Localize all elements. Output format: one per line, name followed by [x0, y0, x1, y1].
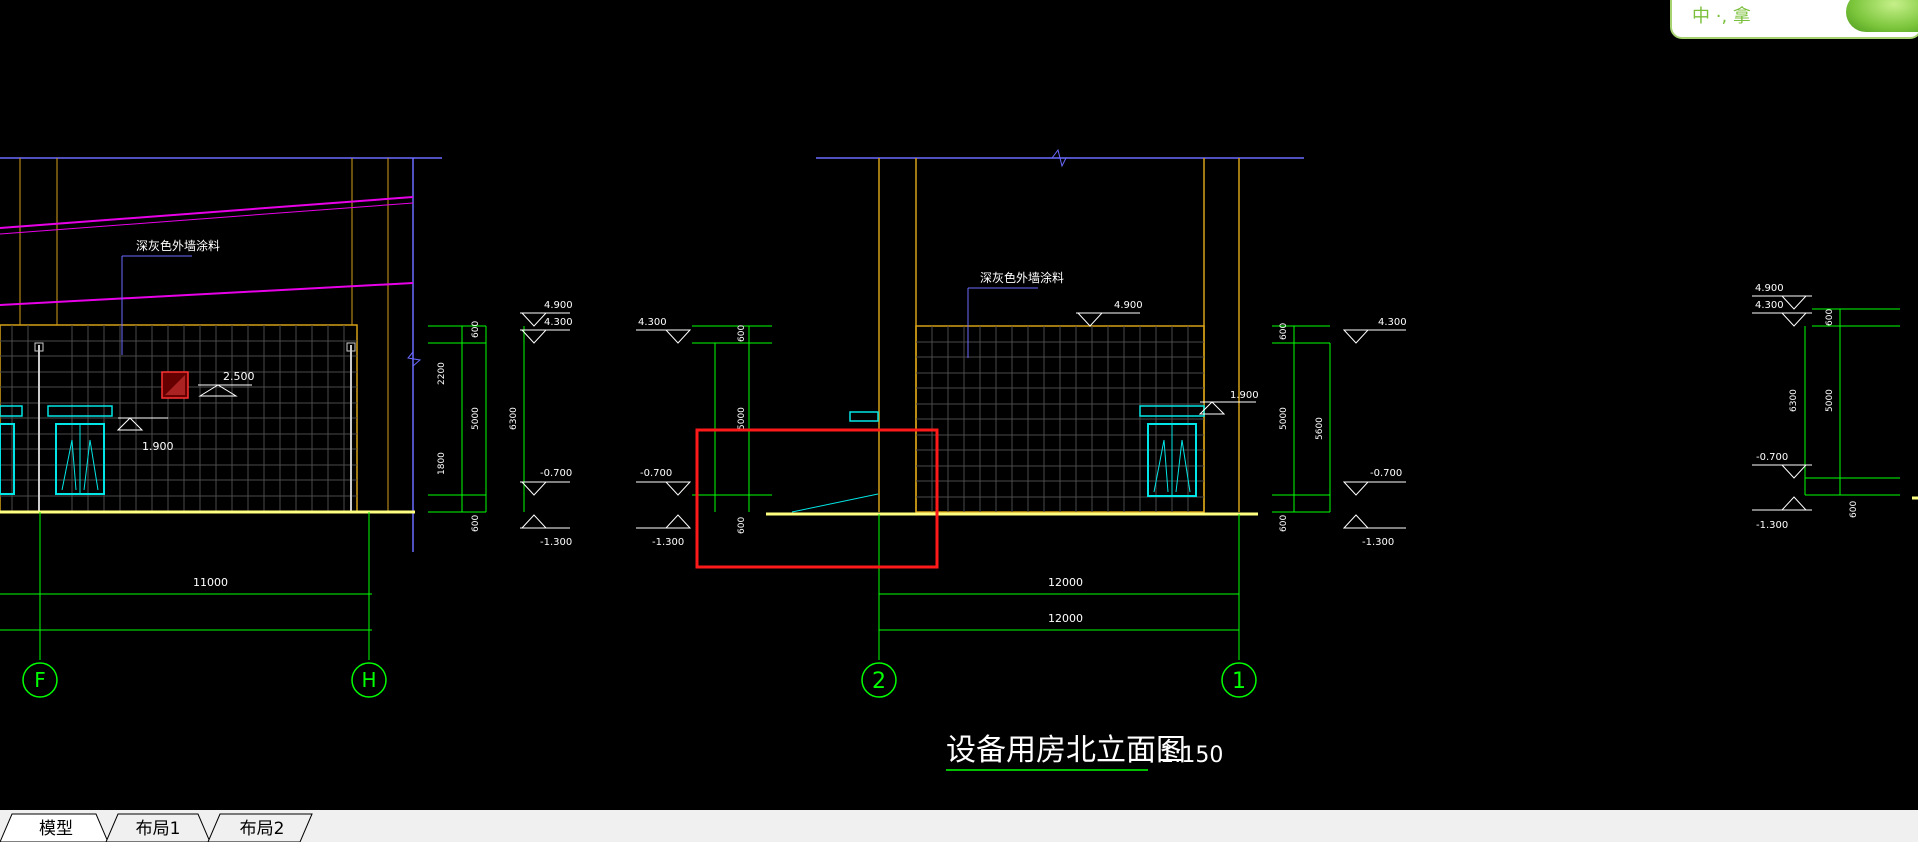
level-4900-c: 4.900	[1755, 283, 1784, 294]
ime-toolbar[interactable]: 中 ·, 拿	[1670, 0, 1918, 39]
level-4900-a: 4.900	[544, 300, 573, 311]
dim-600-f: 600	[1279, 515, 1289, 532]
dim-6300-b: 6300	[1789, 389, 1799, 412]
dim-span-mid-a: 12000	[1048, 576, 1083, 589]
dim-span-left: 11000	[193, 576, 228, 589]
dim-stack-left: 600 2200 1800 5000 6300 600 4.900 4.300 …	[428, 300, 573, 548]
layout-tab-bar: 模型 布局1 布局2	[0, 810, 1918, 842]
dim-5600: 5600	[1315, 417, 1325, 440]
level-m1300-b: -1.300	[652, 537, 684, 548]
grid-axis-1	[1221, 662, 1257, 698]
dim-600-e: 600	[1279, 323, 1289, 340]
dim-600-h: 600	[1849, 501, 1859, 518]
drawing-scale: 1:150	[1160, 743, 1223, 768]
level-4900-b: 4.900	[1114, 300, 1143, 311]
dim-600-c: 600	[737, 325, 747, 342]
level-m0700-a: -0.700	[540, 468, 572, 479]
middle-elevation: 深灰色外墙涂料 4.900 1.900 12000 12000 2 1	[766, 148, 1304, 698]
grid-axis-H	[351, 662, 387, 698]
grid-axis-F	[22, 662, 58, 698]
dim-5000-a: 5000	[471, 407, 481, 430]
dim-6300: 6300	[509, 407, 519, 430]
dim-5000-c: 5000	[1279, 407, 1289, 430]
tab-layout1[interactable]: 布局1	[135, 818, 181, 839]
grid-axis-1-label: 1	[1232, 669, 1246, 694]
grid-axis-H-label: H	[361, 668, 376, 692]
level-m1300-c: -1.300	[1362, 537, 1394, 548]
level-4300-c: 4.300	[1378, 317, 1407, 328]
level-1900: 1.900	[142, 440, 174, 453]
leaf-icon	[1846, 0, 1918, 32]
dim-600-b: 600	[471, 515, 481, 532]
level-m0700-c: -0.700	[1370, 468, 1402, 479]
highlight-box	[695, 428, 939, 569]
grid-axis-2-label: 2	[872, 669, 886, 694]
tab-layout2[interactable]: 布局2	[239, 818, 285, 839]
dim-stack-far-right: 4.900 4.300 600 6300 5000 600 -0.700 -1.…	[1752, 283, 1918, 531]
level-m1300-d: -1.300	[1756, 520, 1788, 531]
dim-5000-d: 5000	[1825, 389, 1835, 412]
dim-stack-mid-left: 4.300 -0.700 -1.300 600 5000 600	[636, 317, 772, 548]
level-m0700-b: -0.700	[640, 468, 672, 479]
dim-600-g: 600	[1825, 309, 1835, 326]
dim-2200: 2200	[437, 362, 447, 385]
level-4300-a: 4.300	[544, 317, 573, 328]
left-elevation: 深灰色外墙涂料 2.500 1.900 11000 F H	[0, 157, 442, 698]
level-1900-b: 1.900	[1230, 390, 1259, 401]
material-note-mid: 深灰色外墙涂料	[980, 270, 1064, 285]
level-4300-d: 4.300	[1755, 300, 1784, 311]
dim-1800: 1800	[437, 452, 447, 475]
grid-axis-2	[861, 662, 897, 698]
dim-span-mid-b: 12000	[1048, 612, 1083, 625]
grid-axis-F-label: F	[34, 668, 46, 692]
dim-stack-mid-right: 600 5000 5600 600 4.300 -0.700 -1.300	[1272, 317, 1407, 548]
level-m1300-a: -1.300	[540, 537, 572, 548]
level-4300-b: 4.300	[638, 317, 667, 328]
ime-status-text[interactable]: 中 ·, 拿	[1692, 6, 1751, 27]
tab-model[interactable]: 模型	[39, 818, 73, 839]
dim-600-d: 600	[737, 517, 747, 534]
dim-5000-b: 5000	[737, 407, 747, 430]
level-m0700-d: -0.700	[1756, 452, 1788, 463]
tab-shapes	[0, 813, 313, 842]
level-2500: 2.500	[223, 370, 255, 383]
material-note-left: 深灰色外墙涂料	[136, 238, 220, 253]
dim-600-a: 600	[471, 321, 481, 338]
drawing-title: 设备用房北立面图	[946, 733, 1186, 768]
